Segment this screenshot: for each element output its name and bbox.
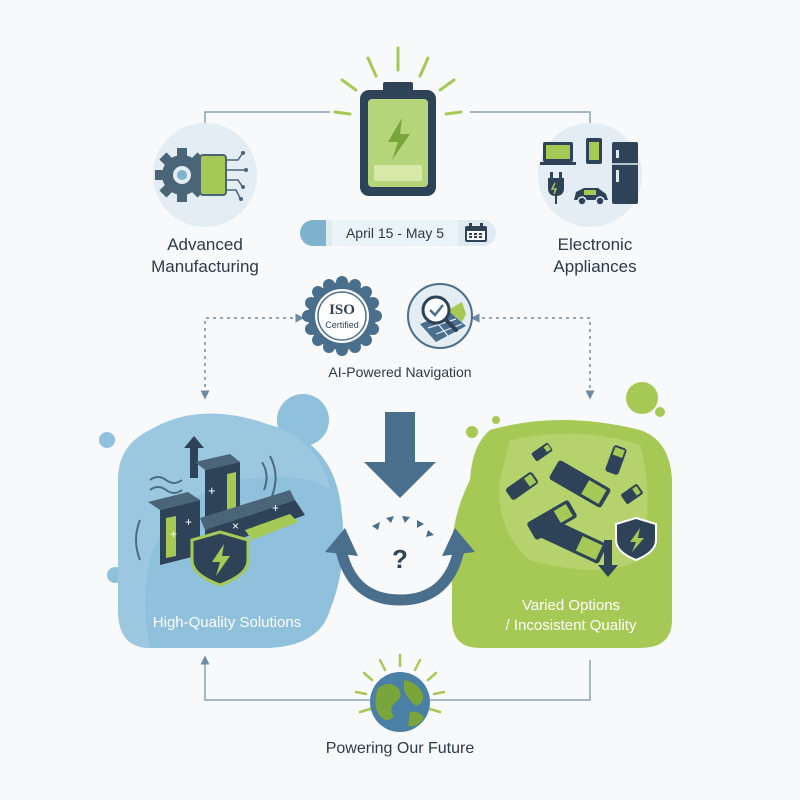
svg-text:×: × bbox=[232, 519, 239, 533]
iso-badge-line2: Certified bbox=[325, 320, 359, 330]
charging-battery-icon bbox=[333, 46, 463, 196]
magnify-solar-icon bbox=[407, 283, 473, 349]
powering-future-label: Powering Our Future bbox=[325, 740, 475, 757]
svg-text:+: + bbox=[208, 483, 216, 498]
advanced-manufacturing-line2: Manufacturing bbox=[151, 257, 259, 276]
iso-badge-icon: ISO Certified bbox=[302, 276, 382, 356]
high-quality-label: High-Quality Solutions bbox=[153, 614, 301, 631]
down-arrow-icon bbox=[364, 412, 436, 498]
bottom-connectors bbox=[200, 655, 591, 701]
electronic-appliances-label: Electronic Appliances bbox=[510, 234, 680, 278]
svg-text:+: + bbox=[272, 501, 279, 515]
advanced-manufacturing-line1: Advanced bbox=[167, 235, 243, 254]
gear-chip-icon bbox=[153, 123, 257, 227]
electronic-appliances-line1: Electronic bbox=[557, 235, 633, 254]
svg-text:+: + bbox=[170, 527, 177, 541]
advanced-manufacturing-label: Advanced Manufacturing bbox=[120, 234, 290, 278]
dotted-connectors bbox=[200, 313, 595, 400]
svg-text:+: + bbox=[185, 515, 192, 529]
date-range-pill[interactable]: April 15 - May 5 bbox=[300, 220, 496, 246]
calendar-icon[interactable] bbox=[464, 223, 488, 243]
battery-stack-shield-icon: + + + × + bbox=[135, 436, 305, 587]
iso-badge-line1: ISO bbox=[329, 302, 355, 318]
globe-icon bbox=[354, 653, 446, 732]
date-pill-cap bbox=[300, 220, 326, 246]
electronic-appliances-line2: Appliances bbox=[553, 257, 637, 276]
ai-navigation-label: AI-Powered Navigation bbox=[328, 364, 472, 380]
varied-options-line2: / Incosistent Quality bbox=[506, 617, 637, 634]
question-mark: ? bbox=[392, 544, 408, 574]
scattered-batteries-icon bbox=[506, 442, 657, 577]
appliances-icon bbox=[538, 123, 642, 227]
date-range-text: April 15 - May 5 bbox=[332, 220, 458, 246]
curved-arrows-icon bbox=[325, 516, 475, 606]
varied-options-line1: Varied Options bbox=[522, 597, 620, 614]
